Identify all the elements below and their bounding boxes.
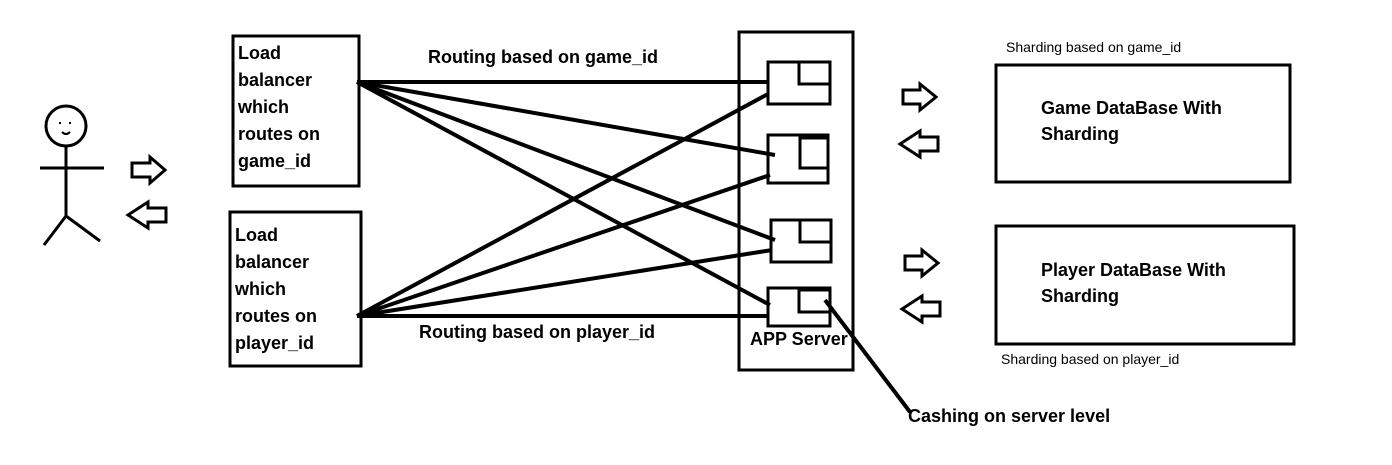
app-server-instance-3 xyxy=(769,218,833,264)
load-balancer-game-box xyxy=(231,34,361,188)
user-request-arrow-icon xyxy=(130,153,168,187)
app-to-game-db-arrow-icon xyxy=(901,80,939,114)
app-server-instance-1 xyxy=(766,60,832,106)
sharding-game-label: Sharding based on game_id xyxy=(1006,39,1182,55)
sharding-player-label: Sharding based on player_id xyxy=(1001,351,1180,367)
user-stick-figure xyxy=(40,104,104,246)
user-response-arrow-icon xyxy=(125,199,168,231)
routing-player-label: Routing based on player_id xyxy=(419,322,656,342)
player-db-line-2: Sharding xyxy=(1041,286,1120,306)
player-database-label: Player DataBase With Sharding xyxy=(1041,257,1226,309)
lb-game-line-3: which xyxy=(238,97,290,117)
caching-label: Cashing on server level xyxy=(908,406,1111,426)
lb-game-line-5: game_id xyxy=(238,151,312,171)
app-server-label: APP Server xyxy=(750,329,848,349)
load-balancer-player-label: Load balancer which routes on player_id xyxy=(235,222,317,357)
game-db-to-app-arrow-icon xyxy=(897,128,940,160)
player-database-box xyxy=(994,224,1296,346)
lb-player-line-5: player_id xyxy=(235,333,315,353)
lb-player-line-2: balancer xyxy=(235,252,310,272)
app-to-player-db-arrow-icon xyxy=(903,246,941,280)
lb-player-line-3: which xyxy=(235,279,287,299)
game-database-box xyxy=(994,63,1292,184)
app-server-instance-2 xyxy=(766,133,830,185)
routing-connections xyxy=(356,80,912,414)
lb-game-line-2: balancer xyxy=(238,70,313,90)
game-db-line-2: Sharding xyxy=(1041,124,1120,144)
lb-game-line-4: routes on xyxy=(238,124,321,144)
app-server-instance-4 xyxy=(766,286,832,328)
app-server-container xyxy=(737,30,855,372)
player-db-line-1: Player DataBase With xyxy=(1041,260,1226,280)
routing-game-label: Routing based on game_id xyxy=(428,47,659,67)
load-balancer-game-label: Load balancer which routes on game_id xyxy=(238,40,320,175)
lb-game-line-1: Load xyxy=(238,43,281,63)
load-balancer-player-box xyxy=(228,210,363,368)
lb-player-line-4: routes on xyxy=(235,306,318,326)
lb-player-line-1: Load xyxy=(235,225,278,245)
player-db-to-app-arrow-icon xyxy=(899,293,942,325)
game-db-line-1: Game DataBase With xyxy=(1041,98,1222,118)
game-database-label: Game DataBase With Sharding xyxy=(1041,95,1222,147)
